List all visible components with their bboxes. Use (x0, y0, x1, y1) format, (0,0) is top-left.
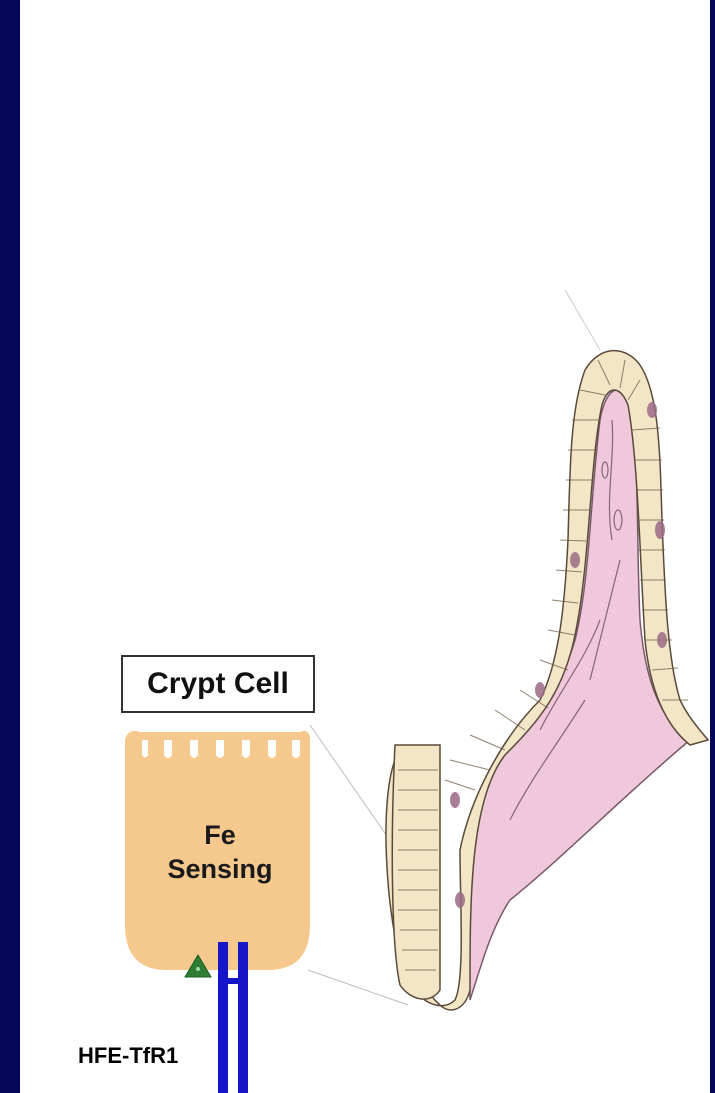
crypt-wall (392, 745, 440, 999)
fe-sensing-text: Fe Sensing (120, 818, 320, 886)
pointer-line-bottom (308, 970, 408, 1005)
hfe-tfr1-label: HFE-TfR1 (78, 1043, 178, 1069)
hfe-marker-dot (196, 967, 200, 971)
pointer-line-villus (565, 290, 600, 350)
crypt-cell-label: Crypt Cell (121, 655, 315, 713)
villus-illustration (386, 351, 708, 1010)
apical-membrane (125, 731, 310, 740)
